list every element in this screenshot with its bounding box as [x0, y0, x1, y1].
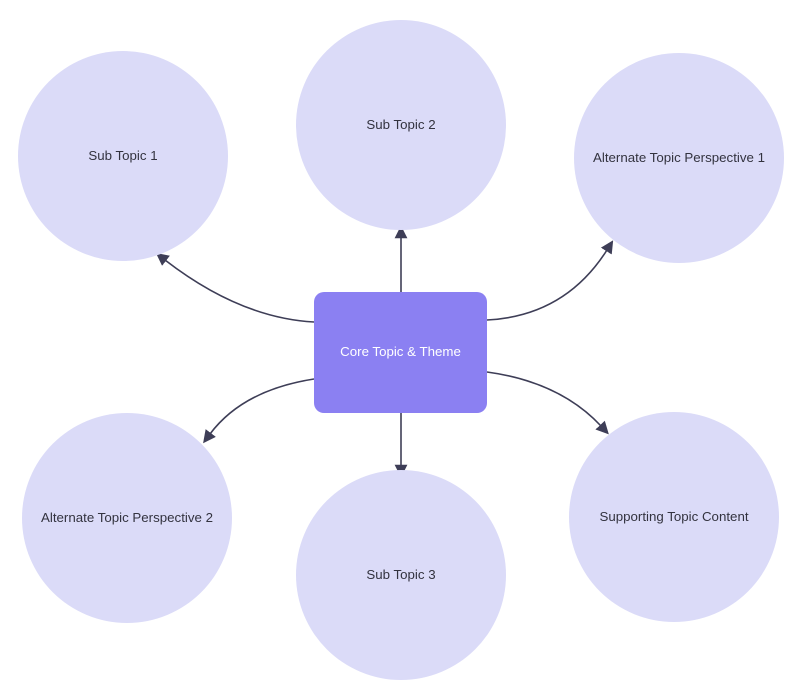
node-label: Sub Topic 3 [366, 566, 436, 582]
node-label: Sub Topic 1 [88, 147, 158, 163]
center-node-label: Core Topic & Theme [340, 344, 461, 360]
node-sub-topic-2[interactable]: Sub Topic 2 [296, 20, 506, 230]
node-label: Alternate Topic Perspective 2 [41, 509, 213, 525]
node-label: Sub Topic 2 [366, 116, 436, 132]
node-alternate-topic-perspective-1[interactable]: Alternate Topic Perspective 1 [574, 53, 784, 263]
edge-core-to-sub-topic-1[interactable] [155, 252, 315, 323]
node-label: Alternate Topic Perspective 1 [593, 149, 765, 165]
node-sub-topic-1[interactable]: Sub Topic 1 [18, 51, 228, 261]
edge-core-to-alternate-perspective-1[interactable] [486, 240, 614, 321]
edge-core-to-alternate-perspective-2[interactable] [203, 378, 315, 444]
edge-core-to-supporting-topic-content[interactable] [486, 371, 609, 435]
node-label: Supporting Topic Content [599, 508, 749, 524]
node-core-topic-theme[interactable]: Core Topic & Theme [314, 292, 487, 413]
node-supporting-topic-content[interactable]: Supporting Topic Content [569, 412, 779, 622]
node-alternate-topic-perspective-2[interactable]: Alternate Topic Perspective 2 [22, 413, 232, 623]
node-sub-topic-3[interactable]: Sub Topic 3 [296, 470, 506, 680]
